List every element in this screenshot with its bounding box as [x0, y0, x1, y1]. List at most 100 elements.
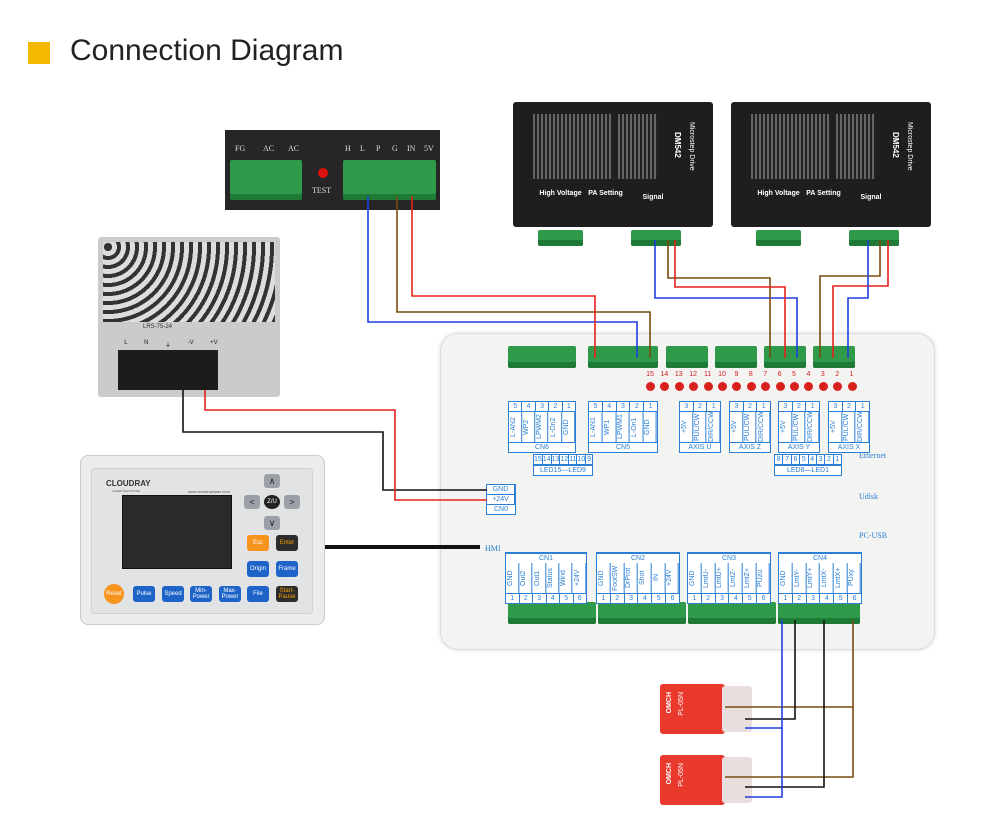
pin-label: LPWM1 [616, 412, 630, 442]
pin-number: 2 [825, 455, 834, 464]
connector-name: AXIS U [680, 442, 720, 452]
max-power-button[interactable]: Max-Power [219, 586, 241, 602]
section-pa-setting: PA Setting [806, 190, 841, 197]
frame-button[interactable]: Frame [276, 561, 298, 577]
title-bullet [28, 42, 50, 64]
power-input-label: GND +24V CN0 [486, 484, 516, 515]
pin-label: Status [545, 563, 560, 593]
port-udisk[interactable]: Udisk [859, 492, 879, 501]
pin-label: DrProt [624, 563, 639, 593]
pin-number: 1 [688, 594, 702, 603]
pin-24v: +24V [487, 495, 515, 504]
pin-number: 2 [793, 402, 807, 411]
lcd-screen [122, 495, 232, 569]
pin-label: L-On1 [629, 412, 644, 442]
pin-number: 11 [569, 455, 578, 464]
driver-model: DM542 [673, 132, 682, 158]
test-button[interactable] [318, 168, 328, 178]
pin-number: 3 [817, 455, 826, 464]
esc-button[interactable]: Esc [247, 535, 269, 551]
pin-label: GND [506, 563, 520, 593]
pulse-button[interactable]: Pulse [133, 586, 155, 602]
label-g: G [392, 144, 398, 153]
speed-button[interactable]: Speed [162, 586, 184, 602]
pin-label: Shot [638, 563, 652, 593]
enter-button[interactable]: Enter [276, 535, 298, 551]
signal-terminal-block [343, 160, 436, 200]
led-9 [732, 382, 742, 391]
led-3 [818, 382, 828, 391]
pin-label: DIR/CCW [756, 411, 770, 442]
page-title: Connection Diagram [70, 34, 344, 67]
pin-number: 1 [835, 456, 840, 463]
reset-button[interactable]: Reset [104, 584, 124, 604]
power-terminal [756, 230, 801, 246]
terminal-l: L [124, 340, 128, 346]
origin-button[interactable]: Origin [247, 561, 269, 577]
pin-number: 1 [506, 594, 520, 603]
port-hmi: HMI [485, 544, 501, 553]
switch-model: PL-05N [678, 692, 685, 716]
connector-name: AXIS Z [730, 442, 770, 452]
pin-label: PUL/CW [693, 412, 707, 442]
min-power-button[interactable]: Min-Power [190, 586, 212, 602]
connector-cn4 [778, 602, 860, 624]
pin-number: 3 [680, 402, 694, 411]
led-2 [833, 382, 843, 391]
led-14 [660, 382, 670, 391]
pin-label: LmtY+ [806, 563, 821, 593]
led-13 [674, 382, 684, 391]
file-button[interactable]: File [247, 586, 269, 602]
psu-terminal-block [118, 350, 218, 390]
right-button[interactable]: > [284, 495, 300, 509]
led-5 [790, 382, 799, 391]
label-ac1: AC [263, 144, 275, 153]
pin-label: LPWM2 [535, 412, 549, 442]
connector-axis-x [813, 346, 855, 368]
pin-label: Out1 [532, 563, 546, 593]
pin-label: LmtY- [792, 563, 807, 593]
hmi-brand: CLOUDRAY [106, 479, 151, 488]
pin-label: GND [643, 412, 657, 442]
pin-number: 4 [522, 402, 536, 411]
pin-number: 4 [638, 594, 653, 603]
up-button[interactable]: ∧ [264, 474, 280, 488]
port-pc-usb[interactable]: PC-USB [859, 531, 888, 540]
pin-label: +5V [779, 412, 793, 442]
pin-label: PUL/CW [743, 412, 757, 442]
pin-number: 2 [702, 594, 716, 603]
start-pause-button[interactable]: Start-Pause [276, 586, 298, 602]
driver-model: DM542 [891, 132, 900, 158]
terminal-plus-v: +V [210, 340, 218, 346]
port-ethernet[interactable]: Ethernet [859, 451, 887, 460]
controller-board: Ethernet Udisk PC-USB HMI GND +24V CN0 1… [440, 333, 935, 650]
led-number: 11 [703, 371, 712, 378]
left-button[interactable]: < [244, 495, 260, 509]
led-number: 8 [748, 371, 753, 378]
connector-name: LED8—LED1 [775, 465, 841, 475]
led-number: 14 [660, 371, 669, 378]
section-high-voltage: High Voltage [757, 190, 800, 197]
pin-number: 15 [534, 455, 543, 464]
pin-label: L-AN1 [589, 412, 603, 442]
pin-gnd: GND [487, 485, 515, 495]
connector-name: CN2 [597, 553, 679, 563]
pin-label: +24V [665, 563, 680, 593]
pin-number: 1 [566, 403, 571, 410]
pin-label: +5V [680, 412, 694, 442]
terminal-minus-v: -V [187, 340, 194, 346]
pin-label: LmtZ+ [742, 563, 757, 593]
led-number: 15 [646, 371, 654, 378]
switch-brand: OMCH [666, 692, 673, 714]
led-number: 13 [674, 371, 683, 378]
connector-name: CN6 [509, 442, 575, 452]
pin-number: 5 [800, 455, 809, 464]
zu-button[interactable]: Z/U [264, 495, 280, 509]
led-number: 4 [806, 371, 811, 378]
down-button[interactable]: ∨ [264, 516, 280, 530]
led-number: 9 [734, 371, 739, 378]
